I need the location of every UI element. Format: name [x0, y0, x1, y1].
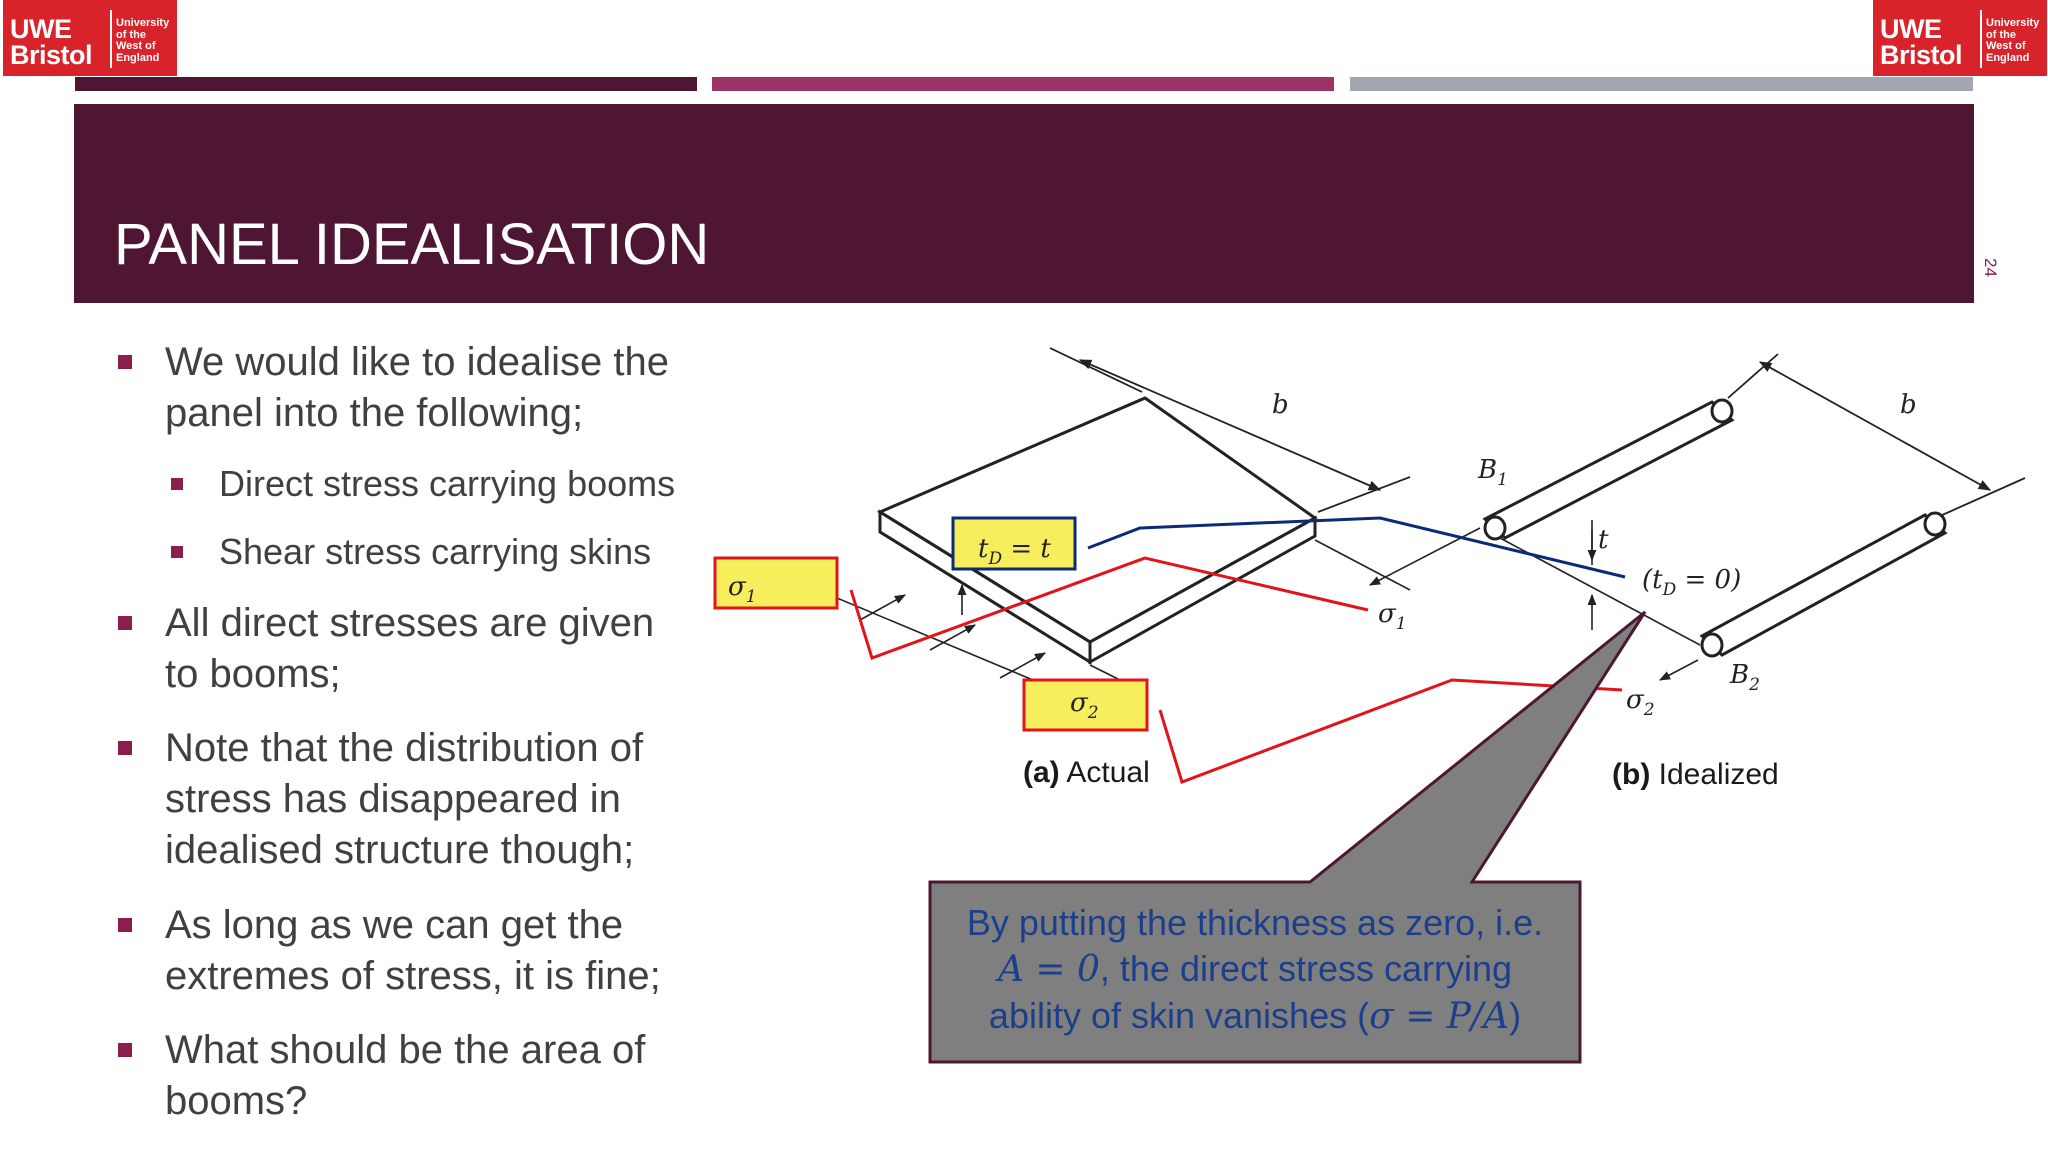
sigma1-highlight-box — [713, 556, 839, 610]
logo-ofthe-text: of the — [116, 28, 146, 41]
callout-math-a0: A = 0 — [997, 949, 1100, 990]
logo-england-text: England — [1986, 51, 2030, 64]
sub-bullet-item: Direct stress carrying booms — [171, 460, 676, 508]
bullet-text-line: Note that the distribution of — [165, 726, 644, 770]
callout-line-2: , the direct stress carrying — [1099, 948, 1513, 989]
bullet-square-icon — [171, 546, 183, 558]
bullet-text-line: to booms; — [165, 652, 341, 696]
sub-bullet-item: Shear stress carrying skins — [171, 528, 652, 576]
bullet-text-line: What should be the area of — [165, 1028, 646, 1072]
accent-bar-3 — [1350, 77, 1973, 91]
label-b-left: b — [1272, 390, 1289, 420]
bullet-square-icon — [171, 478, 183, 490]
logo-uwe-text: UWE — [1880, 14, 1942, 44]
bullet-square-icon — [118, 1043, 132, 1057]
label-tD0: (tD = 0) — [1642, 565, 1741, 600]
bullet-square-icon — [118, 355, 132, 369]
bullet-item: Note that the distribution of stress has… — [118, 723, 644, 876]
bullet-square-icon — [118, 741, 132, 755]
accent-bar-1 — [75, 77, 697, 91]
logo-westof-text: West of — [116, 40, 156, 52]
bullet-text-line: idealised structure though; — [165, 828, 635, 872]
callout-text: By putting the thickness as zero, i.e. A… — [930, 900, 1580, 1040]
logo-westof-text: West of — [1986, 40, 2026, 52]
logo-separator — [1980, 10, 1982, 68]
logo-ofthe-text: of the — [1986, 28, 2016, 41]
callout-line-3-post: ) — [1509, 995, 1522, 1036]
idealized-booms — [1482, 398, 1948, 658]
label-B1: B1 — [1477, 455, 1508, 490]
logo-separator — [110, 10, 112, 68]
bullet-square-icon — [118, 918, 132, 932]
bullet-text-line: extremes of stress, it is fine; — [165, 954, 661, 998]
tD-highlight-box — [951, 516, 1077, 571]
sigma2-highlight-box — [1022, 678, 1149, 732]
caption-idealized: (b) Idealized — [1612, 758, 1779, 791]
logo-bristol-text: Bristol — [1880, 40, 1963, 70]
tD-connector-line — [1087, 516, 1626, 579]
logo-bristol-text: Bristol — [10, 40, 93, 70]
callout-math-stress: σ = P/A — [1369, 996, 1510, 1037]
logo-university-text: University — [1986, 17, 2040, 29]
label-sigma1: σ1 — [1378, 599, 1407, 634]
slide-title: PANEL IDEALISATION — [114, 212, 710, 277]
sigma2-connector-line — [1158, 678, 1623, 784]
label-B2: B2 — [1729, 660, 1760, 695]
actual-panel — [876, 396, 1318, 665]
logo-uwe-text: UWE — [10, 14, 72, 44]
logo-university-text: University — [116, 17, 170, 29]
bullet-item: As long as we can get the extremes of st… — [118, 900, 661, 1002]
bullet-item: All direct stresses are given to booms; — [118, 598, 655, 700]
bullet-item: What should be the area of booms? — [118, 1025, 646, 1127]
logo-england-text: England — [116, 51, 160, 64]
bullet-text-line: As long as we can get the — [165, 903, 624, 947]
bullet-item: We would like to idealise the panel into… — [118, 337, 669, 439]
bullet-square-icon — [118, 616, 132, 630]
label-sigma1-box: σ1 — [728, 572, 757, 607]
bullet-text-line: All direct stresses are given — [165, 601, 655, 645]
callout-line-1: By putting the thickness as zero, i.e. — [966, 902, 1544, 943]
bullet-text-line: panel into the following; — [165, 391, 584, 435]
title-band — [74, 104, 1974, 303]
label-b-right: b — [1900, 390, 1917, 420]
dimension-b-left — [1049, 347, 1411, 513]
caption-actual: (a) Actual — [1023, 756, 1150, 789]
label-sigma2-box: σ2 — [1070, 688, 1099, 723]
bullet-text-line: booms? — [165, 1079, 308, 1123]
accent-bar-2 — [712, 77, 1334, 91]
bullet-text-line: Direct stress carrying booms — [219, 463, 676, 504]
callout-line-3-pre: ability of skin vanishes ( — [988, 995, 1370, 1036]
bullet-text-line: We would like to idealise the — [165, 340, 669, 384]
idealized-guides — [1369, 520, 1701, 681]
callout-shape — [928, 610, 1647, 1064]
label-sigma2: σ2 — [1626, 685, 1655, 720]
bullet-text-line: Shear stress carrying skins — [219, 531, 652, 572]
sigma1-connector-line — [849, 556, 1369, 660]
bullet-text-line: stress has disappeared in — [165, 777, 621, 821]
label-tD: tD = t — [978, 534, 1051, 569]
dimension-b-right — [1727, 353, 2026, 517]
label-t: t — [1598, 525, 1609, 555]
